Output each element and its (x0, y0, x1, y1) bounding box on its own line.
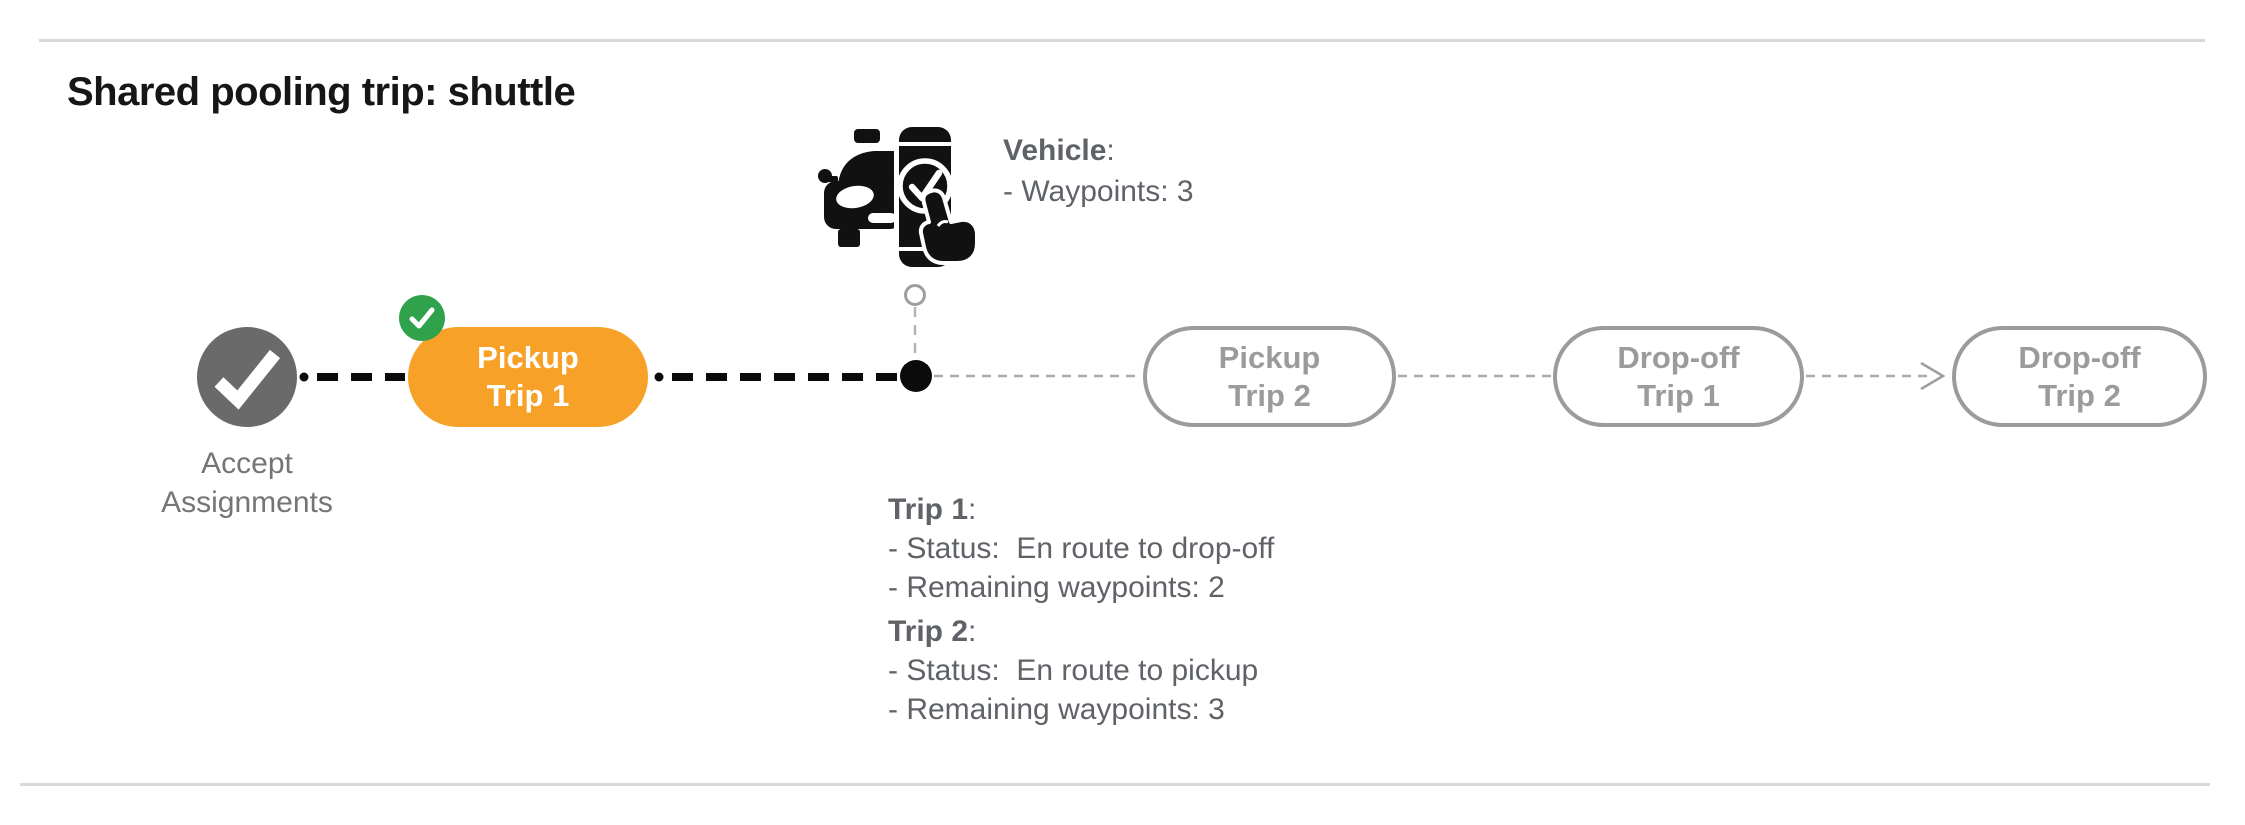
pill-label-line: Pickup (1218, 339, 1321, 375)
page-title: Shared pooling trip: shuttle (67, 70, 576, 114)
pill-label-line: Drop-off (2018, 339, 2141, 375)
trip2-heading: Trip 2: (888, 615, 977, 648)
trip2-status-line: - Status: En route to pickup (888, 654, 1259, 687)
taxi-icon (818, 129, 902, 247)
check-icon (409, 307, 435, 329)
node-pickup-trip-2: Pickup Trip 2 (1143, 326, 1396, 427)
vehicle-app-icon (818, 123, 978, 271)
vehicle-info-panel: Vehicle: - Waypoints: 3 (1003, 130, 1194, 212)
check-icon (214, 349, 281, 410)
dash-start-dot (299, 372, 309, 382)
dash-start-dot (654, 372, 664, 382)
bottom-divider (20, 783, 2210, 786)
pill-label-line: Trip 1 (486, 378, 570, 413)
vehicle-info-heading: Vehicle: (1003, 134, 1115, 167)
vehicle-anchor-circle (904, 284, 926, 306)
pointing-hand-icon (918, 188, 978, 265)
trip1-status-line: - Status: En route to drop-off (888, 532, 1275, 565)
node-drop-off-trip-1: Drop-off Trip 1 (1553, 326, 1804, 427)
vehicle-waypoints-line: - Waypoints: 3 (1003, 175, 1194, 208)
trip-status-panel: Trip 1: - Status: En route to drop-off -… (888, 490, 1274, 729)
pill-label-line: Drop-off (1617, 339, 1740, 375)
trip1-waypoints-line: - Remaining waypoints: 2 (888, 571, 1225, 604)
node-label-line: Accept (201, 447, 293, 480)
trip1-heading: Trip 1: (888, 493, 977, 526)
node-label-line: Assignments (161, 486, 333, 519)
pill-label-line: Trip 2 (2038, 377, 2121, 413)
node-pickup-trip-1: Pickup Trip 1 (408, 327, 648, 427)
pill-label-line: Pickup (477, 340, 579, 375)
node-accept-label: Accept Assignments (97, 444, 397, 522)
node-accept-assignments (197, 327, 297, 427)
current-position-dot (900, 360, 932, 392)
pill-label-line: Trip 2 (1228, 377, 1311, 413)
trip2-waypoints-line: - Remaining waypoints: 3 (888, 693, 1225, 726)
arrowhead-icon (1920, 361, 1946, 391)
node-drop-off-trip-2: Drop-off Trip 2 (1952, 326, 2207, 427)
completed-badge (399, 295, 445, 341)
top-divider (39, 39, 2205, 42)
pill-label-line: Trip 1 (1637, 377, 1720, 413)
